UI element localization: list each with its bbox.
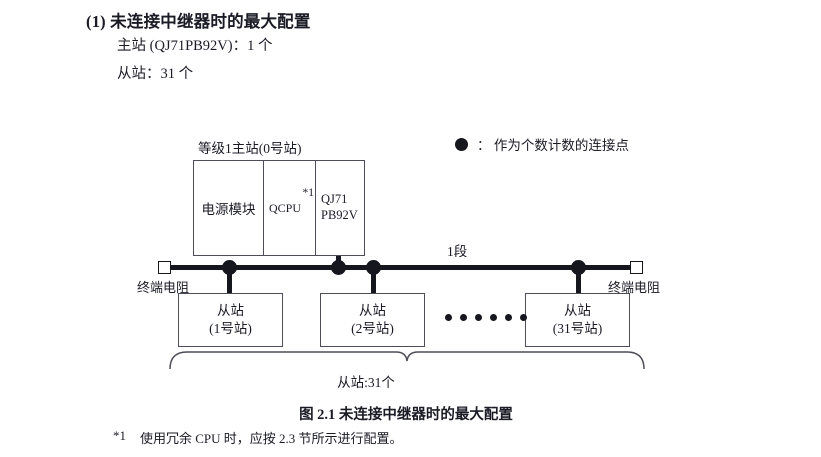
page-title: (1) 未连接中继器时的最大配置	[86, 12, 311, 31]
footnote-text: 使用冗余 CPU 时，应按 2.3 节所示进行配置。	[140, 431, 403, 446]
terminator-right-icon	[630, 261, 643, 274]
master-station-label: 等级1主站(0号站)	[198, 141, 302, 156]
slave-count-line: 从站：31 个	[117, 66, 194, 82]
ellipsis-dot	[505, 314, 512, 321]
slave-title: 从站	[564, 302, 591, 318]
qcpu-label: QCPU	[269, 200, 302, 215]
slave-station-number: (31号站)	[552, 321, 603, 336]
slave-title: 从站	[217, 302, 244, 318]
slave-station-box-2: 从站 (2号站)	[320, 293, 425, 347]
legend-label: ： 作为个数计数的连接点	[477, 138, 629, 153]
slave-group-caption: 从站:31个	[337, 375, 395, 390]
brace-shape	[169, 351, 645, 370]
slave-group-brace	[168, 348, 646, 375]
slave-drop-line	[576, 267, 581, 294]
ellipsis-dot	[475, 314, 482, 321]
filled-circle-icon	[455, 137, 468, 151]
slave-title: 从站	[359, 302, 386, 318]
legend: ： 作为个数计数的连接点	[455, 134, 629, 154]
network-trunk-line	[158, 265, 638, 270]
power-module-cell: 电源模块	[194, 161, 264, 255]
figure-caption: 图 2.1 未连接中继器时的最大配置	[299, 407, 513, 423]
qj71pb92v-module-cell: QJ71 PB92V	[316, 161, 364, 255]
master-station-module-rack: 电源模块 QCPU *1 QJ71 PB92V	[193, 160, 365, 256]
slave-station-number: (1号站)	[209, 321, 252, 336]
slave-station-box-1: 从站 (1号站)	[178, 293, 283, 347]
slave-drop-line	[227, 267, 232, 294]
slave-station-number: (2号站)	[351, 321, 394, 336]
slave-drop-line	[371, 267, 376, 294]
ellipsis-dot	[520, 314, 527, 321]
master-count-line: 主站 (QJ71PB92V)：1 个	[117, 38, 273, 54]
footnote: *1 使用冗余 CPU 时，应按 2.3 节所示进行配置。	[113, 428, 403, 447]
ellipsis-dot	[460, 314, 467, 321]
terminator-left-icon	[158, 261, 171, 274]
footnote-mark: *1	[113, 428, 126, 443]
terminator-right-label: 终端电阻	[608, 280, 661, 295]
connection-point-dot	[331, 260, 346, 275]
footnote-marker: *1	[302, 187, 315, 199]
ellipsis-dots	[445, 314, 527, 321]
ellipsis-dot	[445, 314, 452, 321]
slave-station-box-31: 从站 (31号站)	[525, 293, 630, 347]
qj71-label-line1: QJ71	[321, 192, 348, 207]
qcpu-module-cell: QCPU *1	[264, 161, 316, 255]
qj71-label-line2: PB92V	[321, 208, 358, 222]
ellipsis-dot	[490, 314, 497, 321]
terminator-left-label: 终端电阻	[137, 280, 190, 295]
segment-label: 1段	[447, 244, 468, 259]
